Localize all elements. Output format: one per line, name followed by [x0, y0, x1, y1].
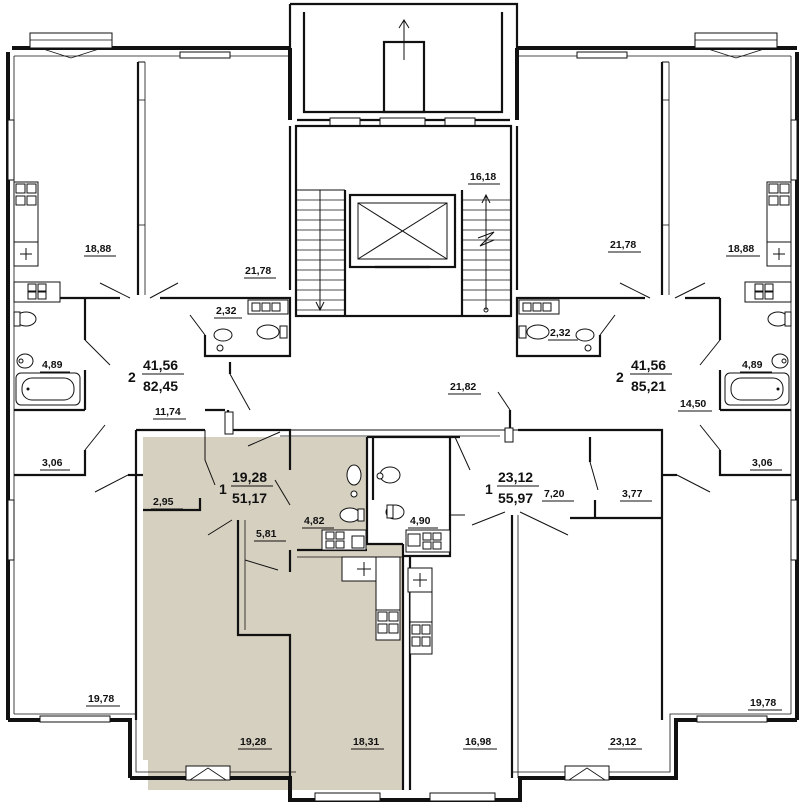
left-apartment-walls: [13, 61, 292, 493]
area-label: 23,12: [610, 736, 636, 748]
apartment-labels: 2 41,56 82,45 2 41,56 85,21 1 19,28 51,1…: [128, 357, 672, 506]
vent-shaft: [382, 19, 426, 114]
area-label: 2,32: [550, 327, 571, 339]
area-label: 19,28: [240, 736, 266, 748]
svg-text:41,56: 41,56: [631, 357, 666, 373]
area-label: 21,78: [610, 239, 636, 251]
right-apartment-walls: [497, 61, 792, 493]
area-label: 3,77: [622, 488, 643, 500]
area-label: 19,78: [88, 693, 114, 705]
area-label: 4,89: [42, 359, 63, 371]
svg-text:51,17: 51,17: [232, 490, 267, 506]
area-label: 18,88: [728, 243, 754, 255]
area-label: 4,82: [304, 515, 325, 527]
apartment-label-left: 2 41,56 82,45: [128, 357, 184, 394]
apartment-label-right: 2 41,56 85,21: [616, 357, 672, 394]
svg-text:2: 2: [616, 369, 624, 385]
area-label: 3,06: [42, 457, 63, 469]
area-label: 7,20: [544, 488, 565, 500]
svg-text:55,97: 55,97: [498, 490, 533, 506]
svg-text:1: 1: [219, 481, 227, 497]
area-label: 21,82: [450, 381, 476, 393]
stair-core: [294, 124, 513, 318]
exterior-walls: [6, 2, 799, 802]
area-label: 2,95: [153, 496, 174, 508]
svg-text:82,45: 82,45: [143, 378, 178, 394]
svg-text:23,12: 23,12: [498, 469, 533, 485]
area-label: 19,78: [750, 697, 776, 709]
svg-text:19,28: 19,28: [232, 469, 267, 485]
area-label: 18,88: [85, 243, 111, 255]
svg-text:41,56: 41,56: [143, 357, 178, 373]
area-label: 16,18: [470, 171, 496, 183]
area-label: 21,78: [245, 265, 271, 277]
corridor-walls: [224, 411, 518, 443]
apartment-label-1: 1 19,28 51,17: [219, 469, 273, 506]
area-label: 16,98: [465, 736, 491, 748]
windows: [7, 32, 798, 802]
apartment-1-walls: [134, 428, 403, 790]
area-label: 4,89: [742, 359, 763, 371]
area-label: 4,90: [410, 515, 431, 527]
area-label: 3,06: [752, 457, 773, 469]
svg-text:1: 1: [485, 481, 493, 497]
area-label: 14,50: [680, 398, 706, 410]
area-label: 11,74: [155, 406, 181, 418]
apartment-label-2: 1 23,12 55,97: [485, 469, 539, 506]
svg-text:2: 2: [128, 369, 136, 385]
svg-text:85,21: 85,21: [631, 378, 666, 394]
apartment-2-walls: [367, 428, 664, 790]
area-label: 2,32: [216, 305, 237, 317]
area-label: 18,31: [353, 736, 379, 748]
area-label: 5,81: [256, 528, 277, 540]
highlighted-apartment-fill: [143, 437, 403, 790]
area-labels: 18,88 21,78 2,32 4,89 11,74 3,06 19,78 1…: [40, 171, 782, 750]
